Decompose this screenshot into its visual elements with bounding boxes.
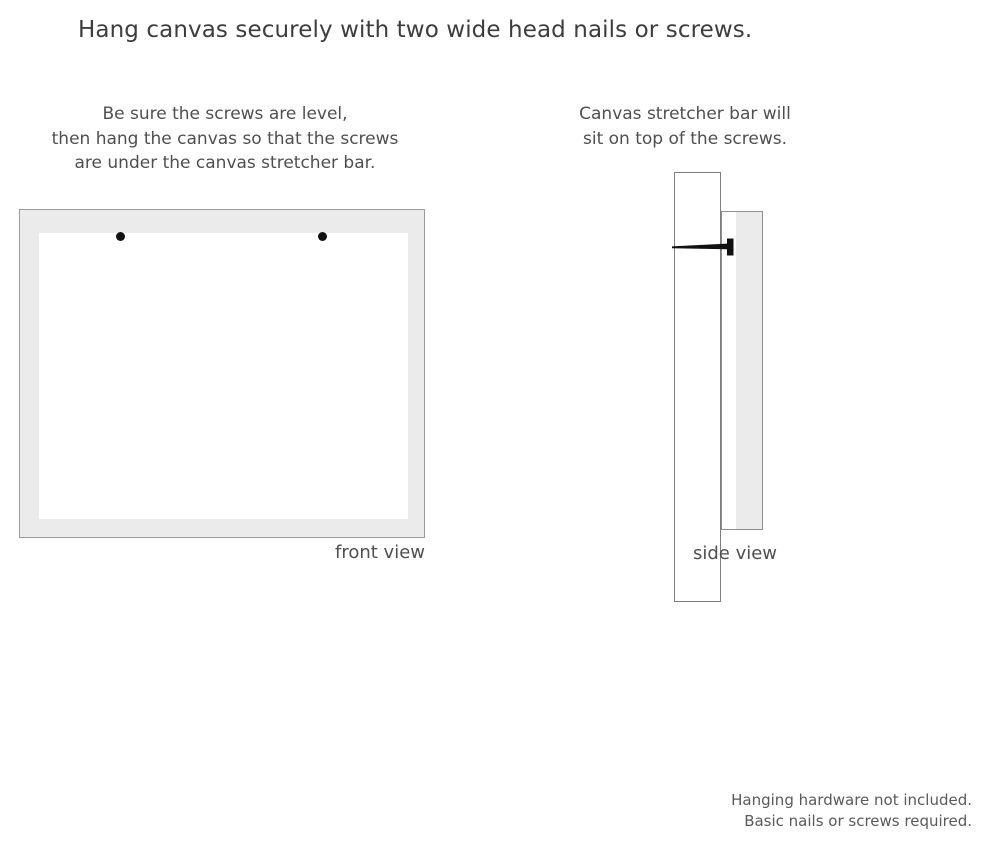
side-view-caption-line: sit on top of the screws. <box>582 128 788 149</box>
side-view-label: side view <box>692 543 778 564</box>
screw-dot-left-icon <box>116 232 125 241</box>
canvas-front-view-diagram <box>19 209 425 538</box>
front-view-caption-line: Be sure the screws are level, <box>102 104 348 124</box>
canvas-stretcher-bar-shape <box>721 211 763 530</box>
front-view-caption-line: then hang the canvas so that the screws <box>51 128 399 149</box>
front-view-label: front view <box>335 542 425 563</box>
page-title: Hang canvas securely with two wide head … <box>78 17 753 43</box>
canvas-front-surface <box>39 233 408 519</box>
footer-line: Hanging hardware not included. <box>731 791 972 809</box>
wall-panel-shape <box>674 172 721 602</box>
front-view-caption-line: are under the canvas stretcher bar. <box>74 153 376 173</box>
footer-disclaimer: Hanging hardware not included. Basic nai… <box>552 790 972 832</box>
screw-dot-right-icon <box>318 232 327 241</box>
wide-head-nail-icon <box>672 238 734 256</box>
front-view-caption: Be sure the screws are level, then hang … <box>10 102 440 176</box>
side-view-caption: Canvas stretcher bar will sit on top of … <box>545 102 825 151</box>
footer-line: Basic nails or screws required. <box>744 812 972 830</box>
stretcher-bar-canvas-face <box>722 212 736 529</box>
side-view-caption-line: Canvas stretcher bar will <box>579 104 791 124</box>
